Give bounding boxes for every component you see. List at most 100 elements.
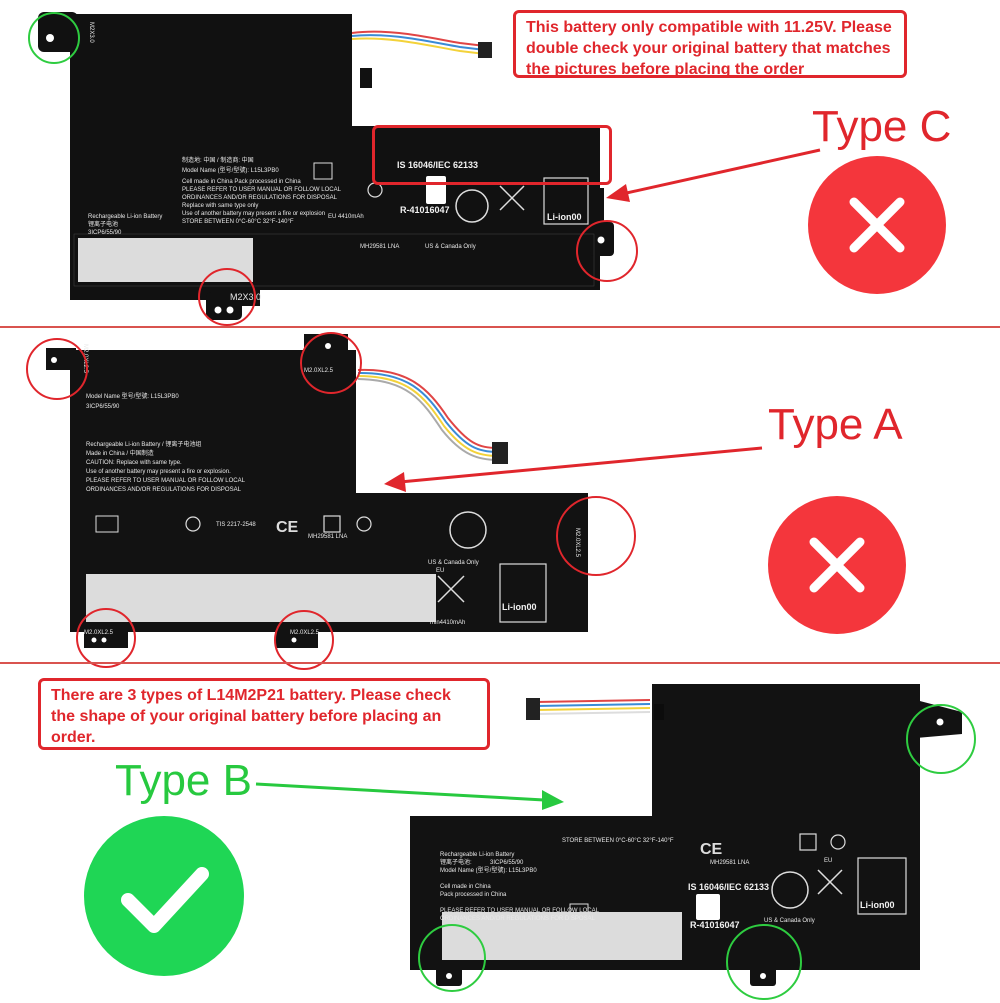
iec-standard: IS 16046/IEC 62133 [397, 160, 478, 170]
screw-ring-bottom [198, 268, 256, 326]
arrow-type-b [255, 782, 564, 810]
mh-number: MH29581 LNA [360, 244, 399, 250]
made-in: Made in China / 中国制造 [86, 449, 154, 457]
iec-highlight-box [372, 125, 612, 185]
cell-line: Cell made in China Pack processed in Chi… [182, 179, 301, 185]
us-canada-text: US & Canada Only [425, 244, 476, 250]
battery-cells: 3ICP6/55/90 [490, 860, 524, 866]
arrow-type-c [606, 148, 821, 202]
ce-mark-icon: CE [276, 519, 299, 536]
screw-ring-top-left [28, 12, 80, 64]
model-line: Model Name (型号/型號): L15L3PB0 [440, 866, 537, 874]
warning-line-3: Replace with same type only [182, 203, 258, 209]
r-number: R-41016047 [690, 920, 740, 930]
type-info-notice-text: There are 3 types of L14M2P21 battery. P… [51, 687, 451, 746]
bis-mark-icon [696, 894, 720, 920]
recycle-badge-icon [449, 511, 487, 549]
screw-ring-tr [300, 332, 362, 394]
crossed-bin-icon [437, 575, 465, 603]
tis-text: TIS 2217-2548 [216, 522, 256, 528]
refer-line-2: ORDINANCES AND/OR REGULATIONS FOR DISPOS… [86, 487, 242, 493]
x-icon [809, 537, 865, 593]
battery-cells: 3ICP6/55/90 [88, 230, 122, 236]
screw-ring-tl [26, 338, 88, 400]
crossed-bin-icon [499, 185, 525, 211]
screw-ring-bm [274, 610, 334, 670]
section-type-b: There are 3 types of L14M2P21 battery. P… [0, 664, 1000, 1000]
section-type-c: M2X3.0 制造地: 中国 / 制造商: 中国 Model Name (型号/… [0, 0, 1000, 326]
refer-line-2: ORDINANCES AND/OR REGULATIONS FOR DISPOS… [440, 916, 596, 922]
screw-ring-right [576, 220, 638, 282]
ce-mark-icon: CE [700, 841, 723, 858]
screw-ring-right [556, 496, 636, 576]
kc-mark-icon [323, 515, 341, 533]
refer-line-1: PLEASE REFER TO USER MANUAL OR FOLLOW LO… [86, 478, 246, 484]
recycle-badge-icon [455, 189, 489, 223]
li-ion-label: Li-ion00 [860, 900, 895, 910]
kc-mark-icon [313, 162, 333, 180]
x-icon [849, 197, 905, 253]
iec-standard: IS 16046/IEC 62133 [688, 882, 769, 892]
model-line: Model Name 型号/型號: L15L3PB0 [86, 392, 179, 400]
battery-title-cn: 锂离子电池: [440, 858, 472, 866]
eu-text: EU [824, 858, 832, 864]
battery-title: Rechargeable Li-ion Battery [88, 214, 162, 220]
compatibility-notice-text: This battery only compatible with 11.25V… [526, 19, 892, 78]
screw-ring-bl [418, 924, 486, 992]
kc-mark-icon [799, 833, 817, 851]
store-line: STORE BETWEEN 0°C-60°C 32°F-140°F [562, 838, 674, 844]
divider-1 [0, 326, 1000, 328]
recycle-box-icon [857, 857, 907, 915]
safety-mark-icon [95, 515, 119, 533]
circle-mark-icon [185, 516, 201, 532]
battery-type-b-svg: Rechargeable Li-ion Battery 锂离子电池: 3ICP6… [410, 684, 962, 986]
type-a-label: Type A [768, 400, 903, 449]
battery-type-b-image: Rechargeable Li-ion Battery 锂离子电池: 3ICP6… [400, 678, 980, 998]
battery-cells: 3ICP6/55/90 [86, 404, 120, 410]
compatibility-notice: This battery only compatible with 11.25V… [513, 10, 907, 78]
capacity-text: EU 4410mAh [328, 214, 364, 220]
type-b-label: Type B [115, 756, 252, 805]
accept-badge-type-b [84, 816, 244, 976]
us-canada-text: US & Canada Only [428, 560, 479, 566]
arrow-type-a [384, 446, 763, 492]
type-c-label: Type C [812, 102, 952, 151]
warning-line-4: Use of another battery may present a fir… [182, 211, 325, 217]
kc-box-icon [569, 903, 589, 923]
screw-label-top: M2X3.0 [88, 22, 94, 43]
reject-badge-type-a [768, 496, 906, 634]
section-type-a: Model Name 型号/型號: L15L3PB0 3ICP6/55/90 R… [0, 328, 1000, 670]
five-mark-icon [830, 834, 846, 850]
refer-line-1: PLEASE REFER TO USER MANUAL OR FOLLOW LO… [440, 908, 600, 914]
battery-title: Rechargeable Li-ion Battery [440, 852, 514, 858]
crossed-bin-icon [817, 869, 843, 895]
battery-title-cn: 锂离子电池 [88, 220, 118, 228]
screw-ring-bm [726, 924, 802, 1000]
screw-ring-bl [76, 608, 136, 668]
divider-2 [0, 662, 1000, 664]
mh-number: MH29581 LNA [308, 534, 347, 540]
made-in: Cell made in China [440, 884, 491, 890]
recycle-badge-icon [771, 871, 809, 909]
caution-line-2: Use of another battery may present a fir… [86, 469, 231, 475]
warning-line-2: ORDINANCES AND/OR REGULATIONS FOR DISPOS… [182, 195, 338, 201]
check-icon [121, 867, 209, 933]
eu-text: EU [436, 568, 444, 574]
li-ion-label: Li-ion00 [547, 212, 582, 222]
caution-line-1: CAUTION: Replace with same type. [86, 460, 182, 466]
r-number: R-41016047 [400, 205, 450, 215]
five-mark-icon [356, 516, 372, 532]
store-line: STORE BETWEEN 0°C-60°C 32°F-140°F [182, 219, 294, 225]
capacity-text: min4410mAh [430, 620, 465, 626]
pack-line: Pack processed in China [440, 892, 507, 898]
li-ion-label: Li-ion00 [502, 602, 537, 612]
recycle-box-icon [543, 177, 589, 225]
mh-number: MH29581 LNA [710, 860, 749, 866]
reject-badge-type-c [808, 156, 946, 294]
recycle-box-icon [499, 563, 547, 623]
warning-line-1: PLEASE REFER TO USER MANUAL OR FOLLOW LO… [182, 187, 342, 193]
type-info-notice: There are 3 types of L14M2P21 battery. P… [38, 678, 490, 750]
us-canada-text: US & Canada Only [764, 918, 815, 924]
model-line: Model Name (型号/型號): L15L3PB0 [182, 166, 279, 174]
screw-ring-right [906, 704, 976, 774]
